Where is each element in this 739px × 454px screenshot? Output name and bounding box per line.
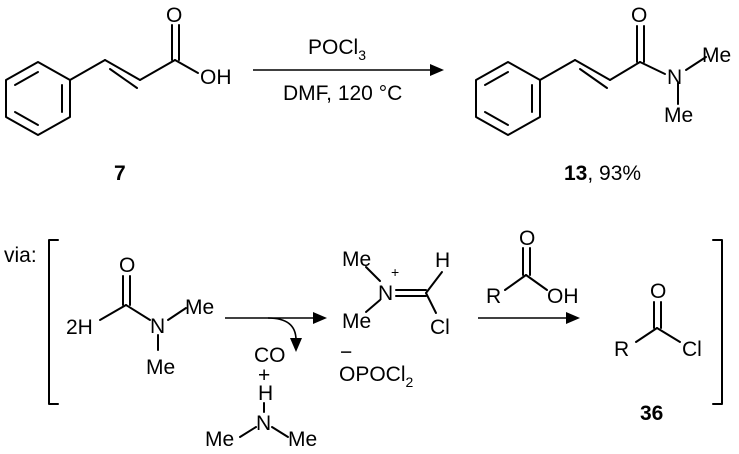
bracket-right xyxy=(712,239,723,405)
acid-hydroxyl: OH xyxy=(547,285,579,308)
iminium-positive-charge: + xyxy=(391,264,399,280)
dmf-nitrogen: N xyxy=(150,315,165,338)
carbonyl-oxygen: O xyxy=(166,4,182,27)
acid-chloride-r-group: R xyxy=(614,338,629,361)
compound-label-36: 36 xyxy=(640,402,663,425)
n-methyl-lower: Me xyxy=(664,104,693,127)
byproducts: CO + H N Me Me xyxy=(205,344,317,451)
iminium-methyl-lower: Me xyxy=(342,310,371,333)
dmf-methyl-right: Me xyxy=(185,296,214,319)
mechanism-arrow-1 xyxy=(225,312,327,352)
iminium-nitrogen: N xyxy=(378,282,393,305)
byproduct-release-curve xyxy=(267,317,297,341)
plus-sign: + xyxy=(258,364,270,387)
via-label: via: xyxy=(4,244,37,267)
dmf-methyl-down: Me xyxy=(146,356,175,379)
reagent-pocl3: POCl3 xyxy=(308,36,366,63)
acid-oxygen: O xyxy=(519,227,535,250)
carbonyl-oxygen: O xyxy=(631,4,647,27)
bracket-left xyxy=(48,239,59,405)
vinyl-hydrogen: H xyxy=(435,249,450,272)
acid-chloride-chlorine: Cl xyxy=(682,338,702,361)
amine-hydrogen: H xyxy=(258,382,273,405)
mechanism-arrow-2 xyxy=(478,312,580,324)
alkene-chain xyxy=(539,25,707,105)
reaction-conditions: DMF, 120 °C xyxy=(283,82,402,105)
amide-nitrogen: N xyxy=(667,66,682,89)
iminium-methyl-upper: Me xyxy=(342,248,371,271)
acid-chloride-oxygen: O xyxy=(650,280,666,303)
compound-label-7: 7 xyxy=(114,162,126,185)
main-reaction-arrow: POCl3 DMF, 120 °C xyxy=(253,36,444,105)
compound-vilsmeier-reagent: Me Me N + H Cl − OPOCl2 xyxy=(339,248,450,390)
compound-carboxylic-acid: O R OH xyxy=(486,227,579,308)
chloride-substituent: Cl xyxy=(430,316,450,339)
counterion-opocl2: OPOCl2 xyxy=(339,363,414,390)
acid-r-group: R xyxy=(486,285,501,308)
hydroxyl-group: OH xyxy=(200,66,232,89)
compound-cinnamic-acid: O OH 7 xyxy=(5,4,232,185)
compound-acid-chloride: O R Cl 36 xyxy=(614,280,702,425)
compound-label-13: 13, 93% xyxy=(564,162,641,185)
n-methyl-upper: Me xyxy=(702,44,731,67)
counterion-negative-charge: − xyxy=(340,341,352,364)
compound-amide: O N Me Me 13, 93% xyxy=(475,4,731,185)
amine-methyl-left: Me xyxy=(205,428,234,451)
benzene-ring xyxy=(475,61,541,136)
alkene-chain xyxy=(69,24,199,89)
amine-nitrogen: N xyxy=(256,412,271,435)
amine-methyl-right: Me xyxy=(288,428,317,451)
benzene-ring xyxy=(5,61,71,136)
compound-dmf: O 2H N Me Me xyxy=(66,254,214,379)
carbon-monoxide: CO xyxy=(254,344,286,367)
dmf-hydrogen: 2H xyxy=(66,316,93,339)
dmf-oxygen: O xyxy=(119,254,135,277)
